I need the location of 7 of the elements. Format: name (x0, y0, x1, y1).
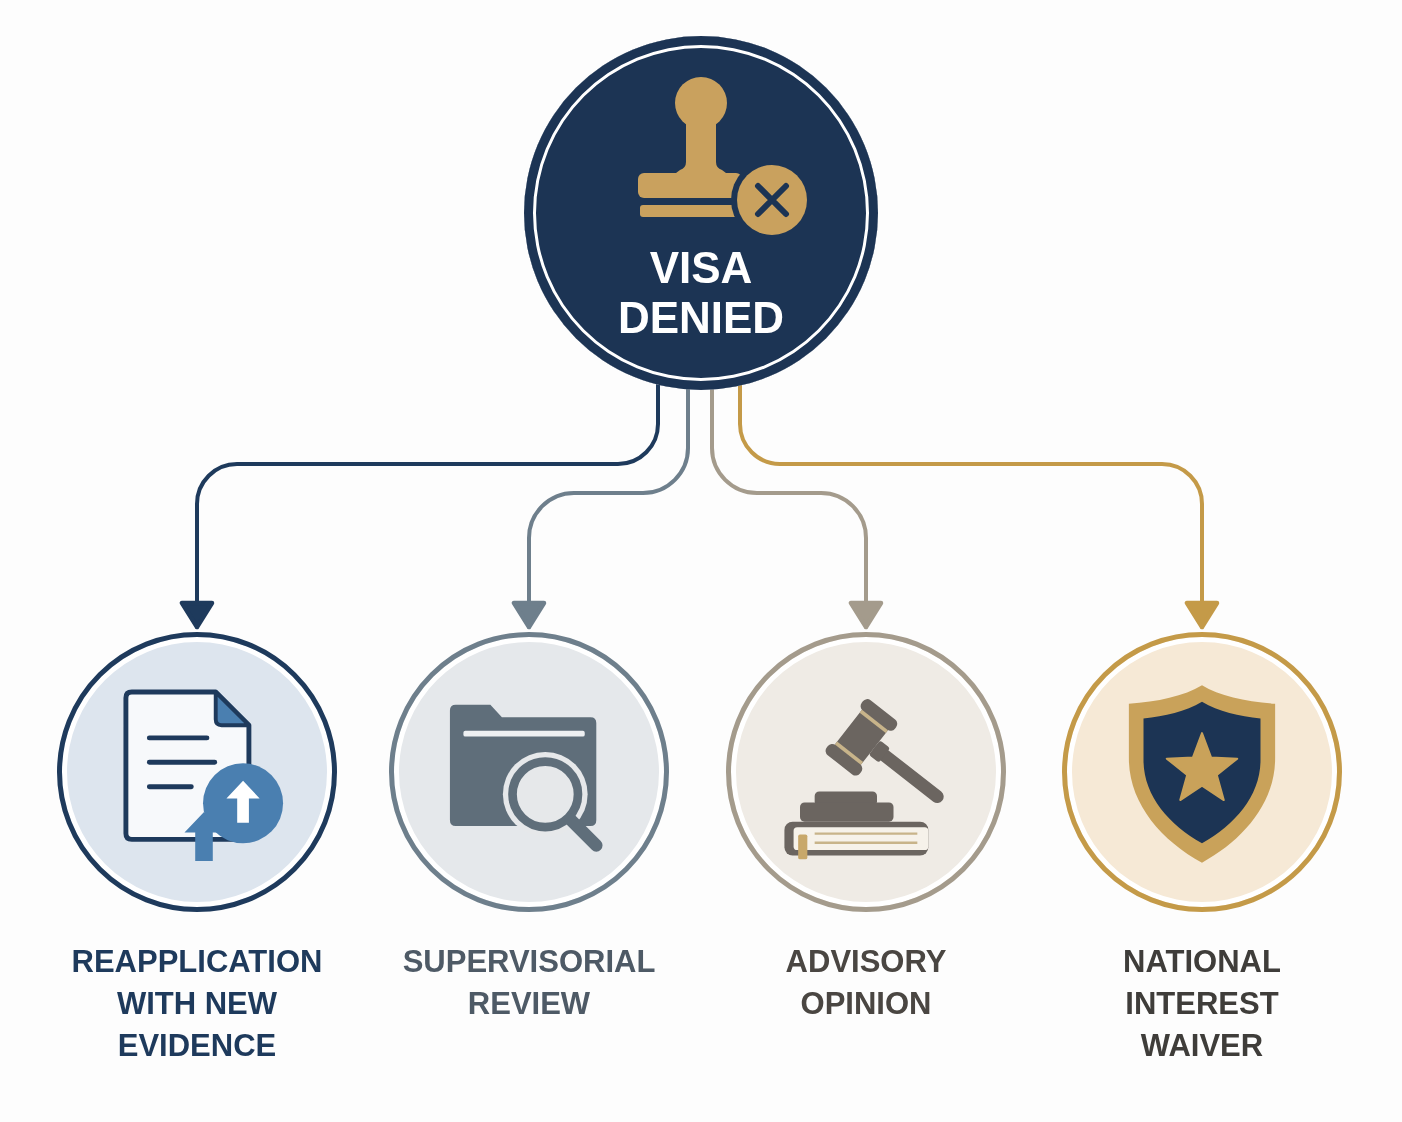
node-title: VISA DENIED (616, 243, 786, 343)
option-label: SUPERVISORIAL REVIEW (401, 943, 657, 1023)
arrow (179, 382, 660, 630)
arrow (738, 383, 1220, 630)
option-label: REAPPLICATION WITH NEW EVIDENCE (70, 943, 324, 1065)
option-label: NATIONAL INTEREST WAIVER (1122, 943, 1282, 1065)
option-label: ADVISORY OPINION (784, 943, 948, 1023)
